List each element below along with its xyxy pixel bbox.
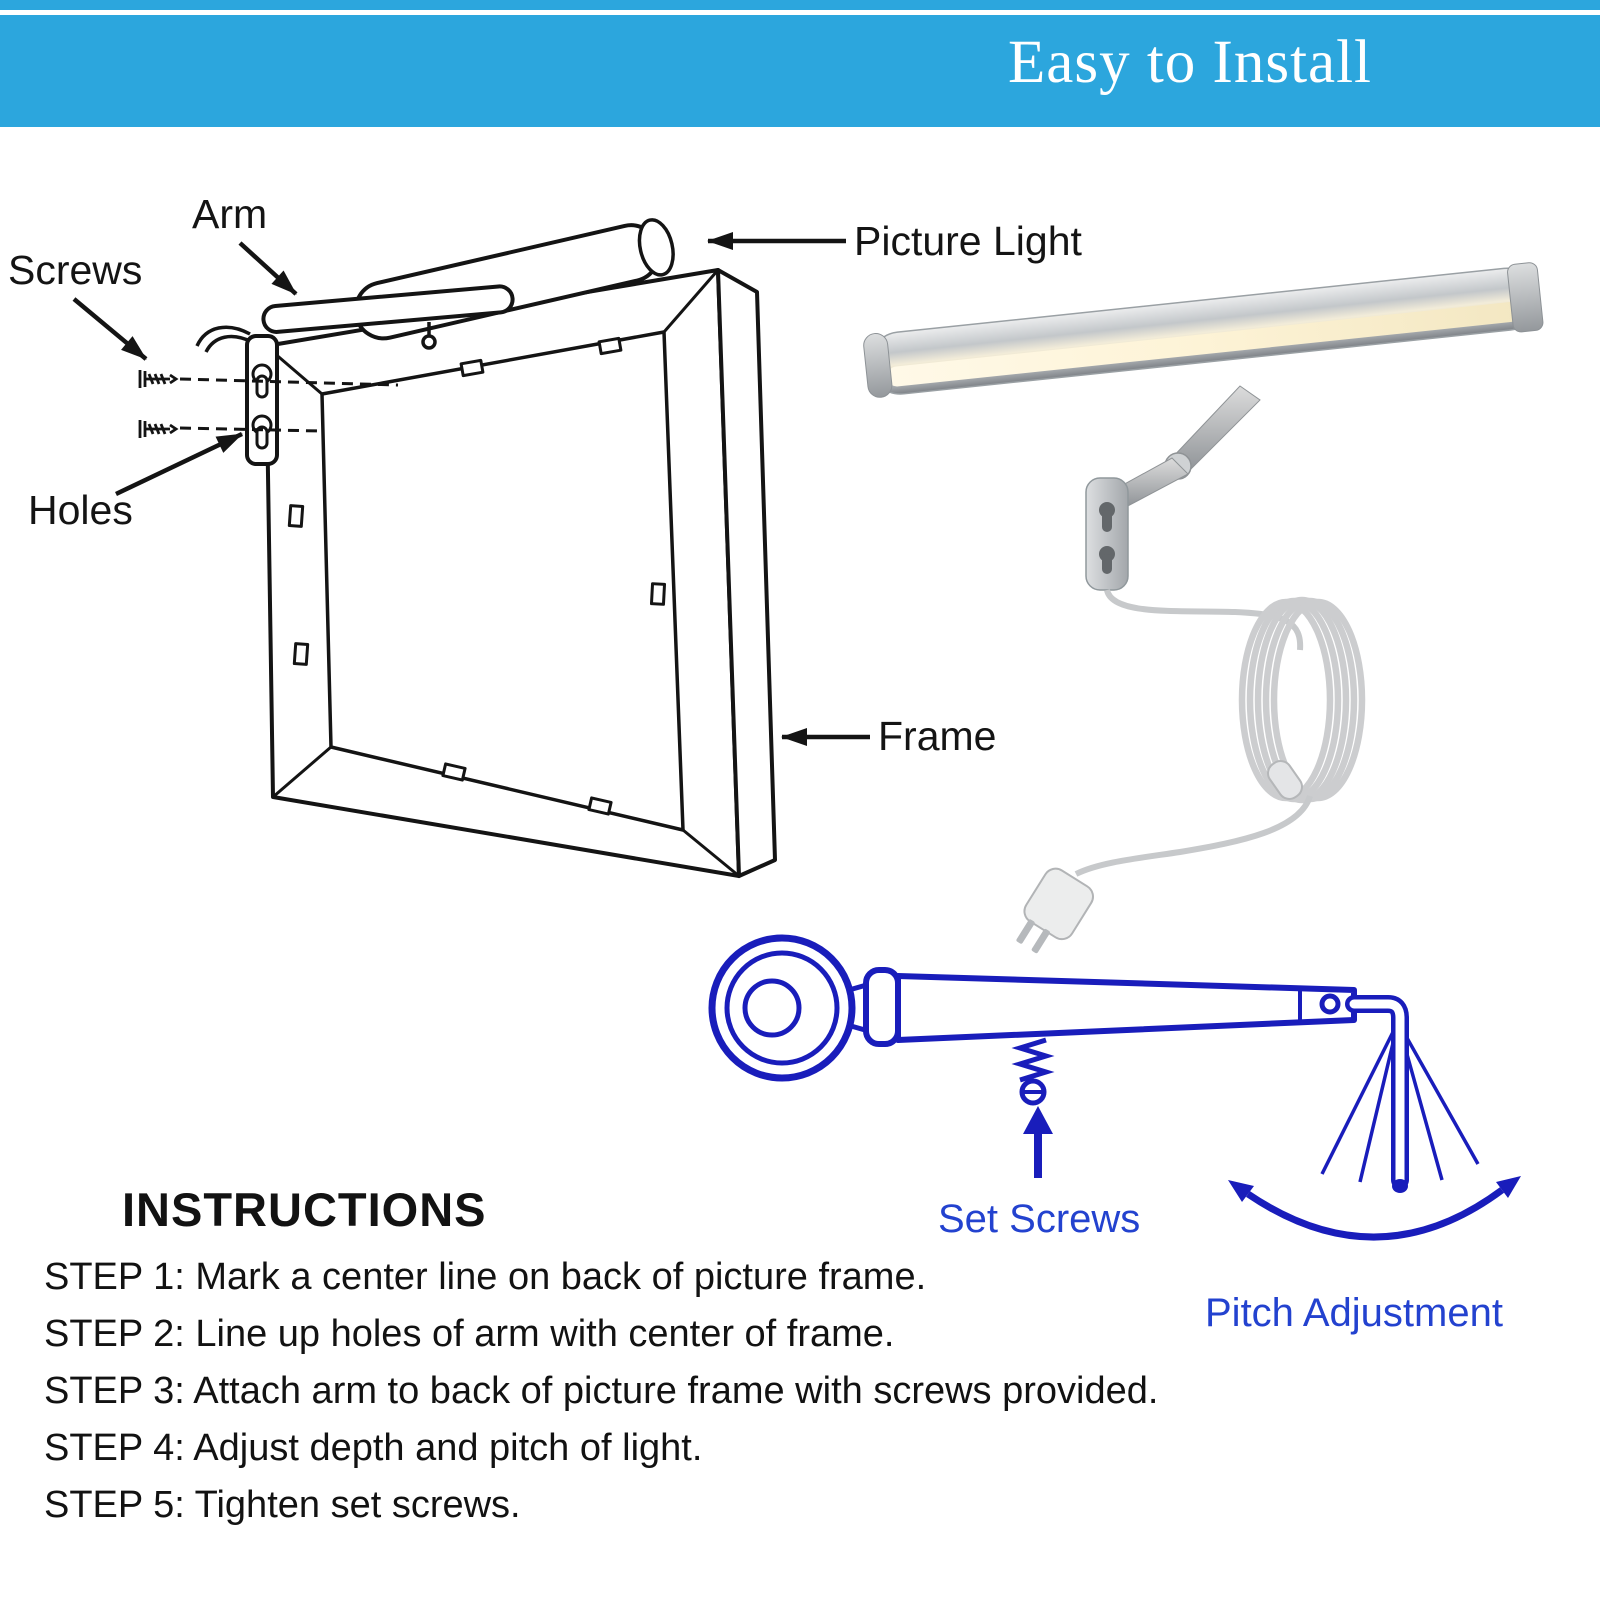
label-holes: Holes <box>28 487 133 533</box>
pitch-rod <box>1345 995 1409 1193</box>
product-inline-switch <box>1267 760 1303 800</box>
set-screw-arrow <box>1023 1106 1053 1178</box>
label-arm: Arm <box>192 191 267 237</box>
screw-top <box>138 370 179 388</box>
banner-title: Easy to Install <box>1008 29 1372 96</box>
frame-clips <box>287 336 667 816</box>
arrow-holes <box>115 431 243 497</box>
frame-backing <box>320 330 685 832</box>
product-keyhole-top <box>1099 502 1115 532</box>
product-photo <box>863 262 1544 954</box>
power-cord-sketch <box>195 325 253 353</box>
mounting-arm <box>261 284 515 350</box>
installation-diagram: Arm Screws Picture Light Holes Frame <box>8 191 1083 878</box>
instruction-step-1: STEP 1: Mark a center line on back of pi… <box>44 1256 927 1298</box>
instruction-step-2: STEP 2: Line up holes of arm with center… <box>44 1313 895 1355</box>
product-end-cap-right <box>1507 262 1544 333</box>
alignment-guides <box>179 377 399 433</box>
screw-bottom <box>138 420 179 438</box>
pitch-arc-arrow <box>1228 1176 1521 1241</box>
product-end-cap-left <box>863 332 893 398</box>
light-head-circle <box>708 934 856 1082</box>
label-frame: Frame <box>878 713 996 759</box>
plug-prong <box>1031 928 1050 954</box>
product-bracket <box>1085 477 1129 591</box>
arm-set-screw-head <box>421 334 437 350</box>
arrow-screws <box>72 297 148 361</box>
banner-stripe <box>0 10 1600 15</box>
arm-hole <box>1319 993 1341 1015</box>
keyhole-top <box>251 363 273 399</box>
set-screw <box>1011 1037 1055 1106</box>
arrow-arm <box>238 241 298 296</box>
instruction-step-5: STEP 5: Tighten set screws. <box>44 1484 521 1526</box>
instruction-step-4: STEP 4: Adjust depth and pitch of light. <box>44 1427 703 1469</box>
instructions: INSTRUCTIONS STEP 1: Mark a center line … <box>44 1182 1374 1534</box>
banner: Easy to Install <box>0 0 1600 127</box>
product-arm <box>1109 385 1261 509</box>
product-plug <box>1016 867 1094 954</box>
label-screws: Screws <box>8 247 142 293</box>
dashed-guide-bottom <box>179 426 321 433</box>
instructions-heading: INSTRUCTIONS <box>122 1183 487 1236</box>
label-set-screws: Set Screws <box>938 1197 1140 1241</box>
product-glow-strip <box>887 302 1520 387</box>
frame-side-face <box>716 268 777 878</box>
plug-prong <box>1016 919 1035 944</box>
arm-adjustment-diagram: Set Screws Pitch Adjustment <box>708 934 1521 1335</box>
mounting-bracket <box>245 334 279 466</box>
instruction-step-3: STEP 3: Attach arm to back of picture fr… <box>44 1370 1159 1412</box>
picture-frame-outline <box>264 268 777 878</box>
product-cord-coil <box>1238 596 1366 804</box>
label-picture-light: Picture Light <box>854 218 1083 264</box>
keyhole-bottom <box>251 414 273 450</box>
adjuster-arm <box>848 967 1357 1047</box>
label-pitch-adjustment: Pitch Adjustment <box>1205 1291 1503 1335</box>
dashed-guide-top <box>179 377 399 387</box>
product-keyhole-bottom <box>1099 546 1115 574</box>
product-cord <box>1074 588 1366 877</box>
callout-arrows <box>72 232 870 746</box>
product-light-bar <box>863 262 1544 398</box>
